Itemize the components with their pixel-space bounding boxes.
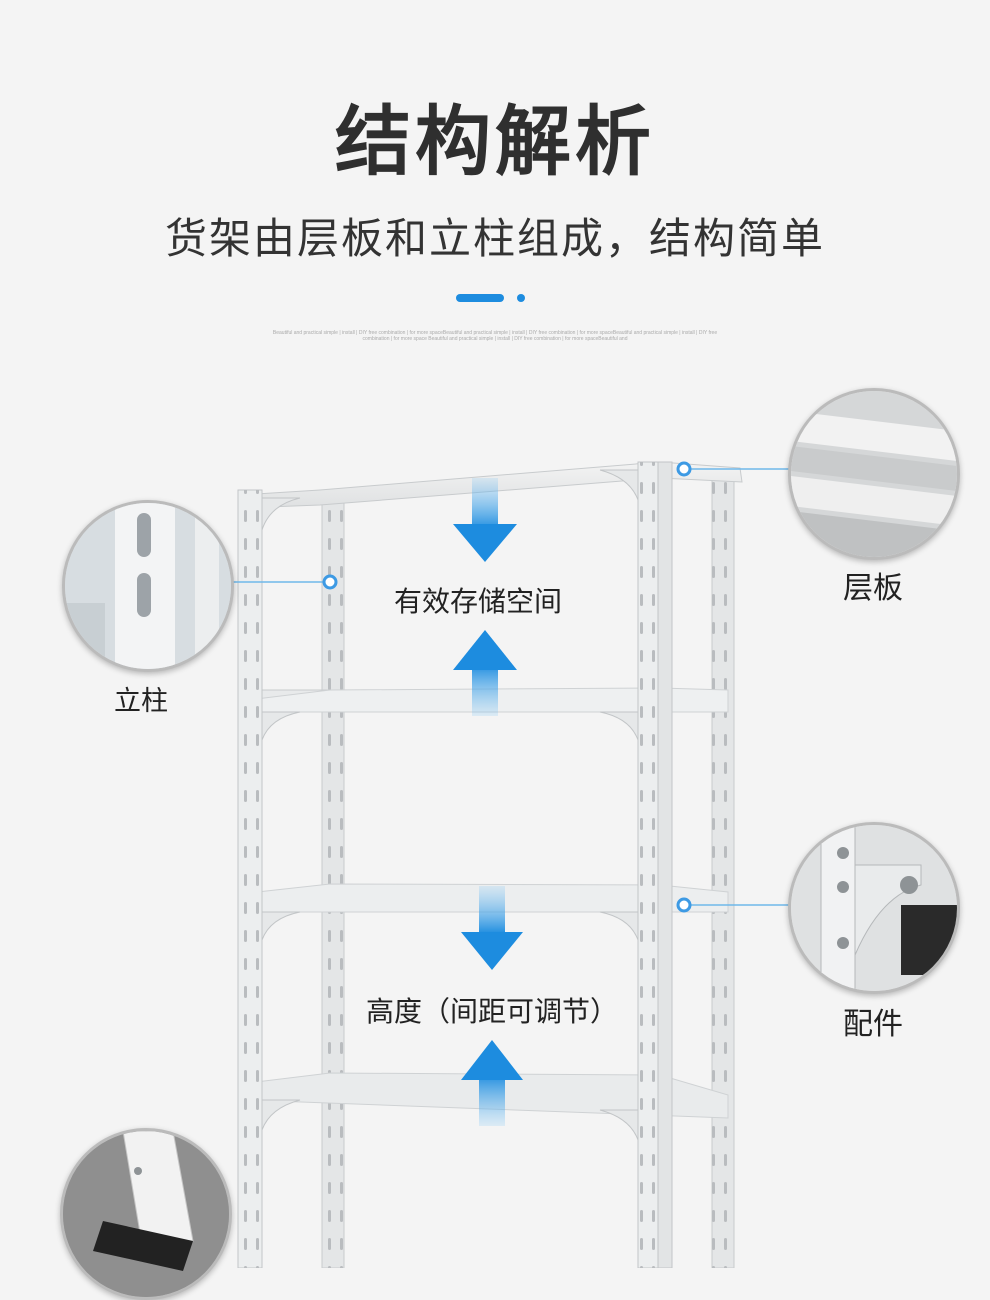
fitting-label: 配件 xyxy=(843,1008,903,1041)
accent-dot xyxy=(517,294,525,302)
fitting-detail-circle xyxy=(788,822,960,994)
foot-detail-circle xyxy=(60,1128,232,1300)
front-posts xyxy=(237,461,673,1268)
page-subtitle: 货架由层板和立柱组成，结构简单 xyxy=(164,215,825,262)
accent-bar xyxy=(456,294,504,302)
column-label: 立柱 xyxy=(114,686,168,716)
column-detail-circle xyxy=(62,500,234,672)
arrow-up-top xyxy=(453,630,517,716)
arrow-down-top xyxy=(453,478,517,562)
arrow-up-bottom xyxy=(461,1040,523,1126)
page-title: 结构解析 xyxy=(335,100,655,185)
tagline-text: Beautiful and practical simple | install… xyxy=(272,330,718,342)
shelf-label: 层板 xyxy=(843,572,903,605)
arrow-down-bottom xyxy=(461,886,523,970)
shelf-diagram xyxy=(228,461,790,1268)
storage-space-annotation: 有效存储空间 xyxy=(394,586,563,617)
shelf-detail-circle xyxy=(788,388,960,560)
height-adjustable-annotation: 高度（间距可调节） xyxy=(366,996,619,1027)
